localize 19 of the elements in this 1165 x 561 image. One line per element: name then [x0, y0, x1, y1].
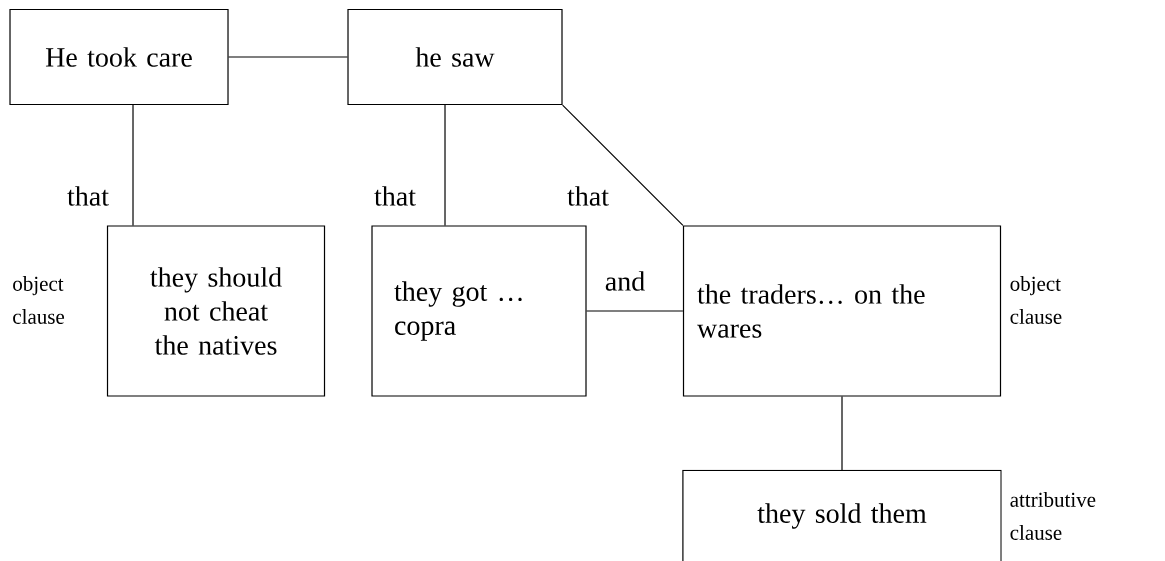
clause-box: the traders… on the wares: [682, 225, 1002, 397]
edge-label: that: [566, 185, 610, 207]
edge-label: that: [373, 185, 417, 207]
connector-line: [562, 104, 684, 226]
connector-line: [444, 104, 446, 226]
edge-label: that: [66, 185, 110, 207]
clause-type-label: attributive clause: [1010, 492, 1096, 540]
clause-box: they sold them: [682, 469, 1002, 561]
clause-box: they should not cheat the natives: [106, 225, 326, 397]
clause-box: he saw: [347, 8, 563, 106]
clause-type-label: object clause: [1010, 276, 1062, 324]
connector-line: [132, 104, 134, 226]
connector-line: [841, 396, 843, 471]
connector-line: [586, 310, 684, 312]
clause-box: He took care: [9, 8, 229, 106]
edge-label: and: [603, 270, 647, 292]
connector-line: [228, 56, 348, 58]
clause-box: they got … copra: [371, 225, 587, 397]
clause-type-label: object clause: [13, 276, 65, 324]
